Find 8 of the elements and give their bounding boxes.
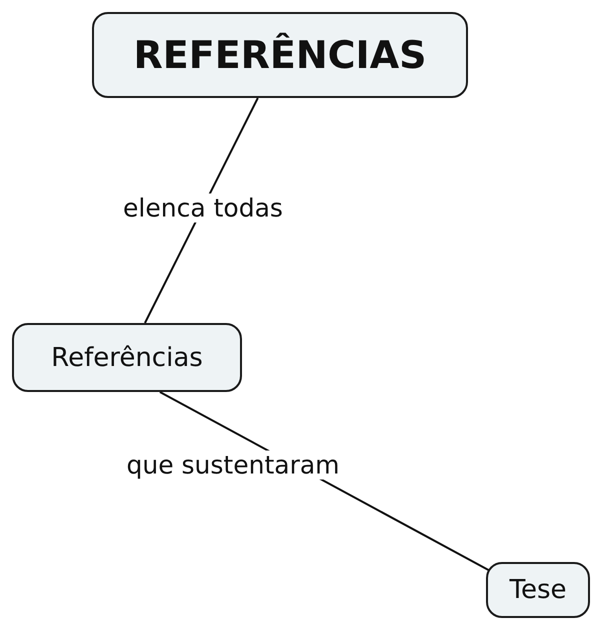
concept-box	[92, 12, 468, 98]
concept-box	[12, 323, 242, 392]
concept-box	[486, 562, 590, 618]
concept-text: Referências	[51, 342, 203, 372]
edge-label: elenca todas	[121, 194, 285, 222]
connector-line	[144, 98, 259, 324]
concept-text: Tese	[509, 575, 566, 605]
concept-text: REFERÊNCIAS	[134, 33, 426, 77]
